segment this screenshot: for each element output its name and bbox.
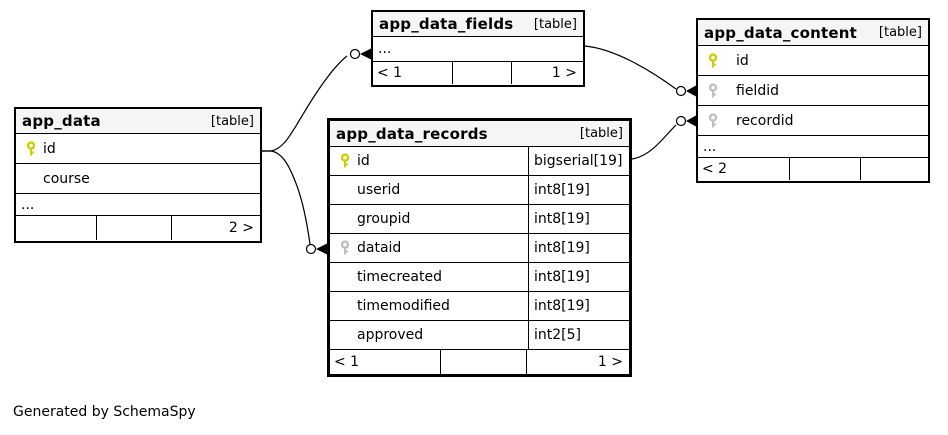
column-name: id (43, 140, 56, 157)
more-columns-ellipsis: ... (698, 136, 928, 158)
column-type: int8[19] (528, 292, 629, 320)
table-footer: < 1 1 > (373, 62, 583, 84)
fk-arrowhead (686, 115, 696, 127)
table-title: app_data_content (704, 23, 858, 42)
column-row-dataid: dataid int8[19] (330, 234, 629, 263)
column-name: id (736, 52, 749, 69)
table-footer: 2 > (16, 216, 260, 240)
footer-spacer (97, 216, 173, 240)
column-name: fieldid (736, 82, 779, 99)
column-row-id: id (16, 134, 260, 164)
column-name: userid (357, 182, 401, 198)
column-name: approved (357, 327, 424, 343)
fk-dot (349, 48, 361, 60)
table-footer: < 2 (698, 158, 928, 180)
table-header: app_data_fields [table] (373, 12, 583, 37)
column-name: groupid (357, 211, 411, 227)
table-header: app_data_records [table] (330, 121, 629, 147)
footer-parents-count: 2 > (228, 220, 254, 236)
column-row-timemodified: timemodified int8[19] (330, 292, 629, 321)
table-type-tag: [table] (579, 126, 623, 141)
table-header: app_data_content [table] (698, 20, 928, 46)
table-type-tag: [table] (878, 25, 922, 40)
generated-by-credit: Generated by SchemaSpy (13, 404, 196, 420)
footer-spacer (790, 158, 862, 180)
column-row-timecreated: timecreated int8[19] (330, 263, 629, 292)
table-type-tag: [table] (533, 16, 577, 32)
column-type: int2[5] (528, 321, 629, 349)
column-type: int8[19] (528, 176, 629, 204)
column-type: int8[19] (528, 234, 629, 262)
table-app-data-fields[interactable]: app_data_fields [table] ... < 1 1 > (371, 10, 585, 87)
column-name: recordid (736, 112, 794, 129)
primary-key-icon (25, 140, 38, 157)
connector-appdata-to-records (262, 150, 311, 245)
column-row-userid: userid int8[19] (330, 176, 629, 205)
foreign-key-icon (707, 82, 720, 99)
table-title: app_data (22, 112, 101, 130)
primary-key-icon (707, 52, 720, 69)
primary-key-icon (339, 153, 352, 169)
column-name: timemodified (357, 298, 450, 314)
fk-dot (675, 85, 687, 97)
footer-children-count: < 1 (373, 62, 453, 84)
column-name: dataid (357, 240, 402, 256)
column-row-recordid: recordid (698, 106, 928, 136)
foreign-key-icon (707, 112, 720, 129)
table-footer: < 1 1 > (330, 350, 629, 374)
fk-arrowhead (686, 85, 696, 97)
footer-children-count: < 1 (330, 350, 441, 374)
connector-fields-to-content (584, 45, 677, 90)
fk-dot (675, 115, 687, 127)
footer-spacer (441, 350, 528, 374)
column-name: course (43, 170, 90, 187)
table-title: app_data_records (336, 124, 488, 143)
connector-records-to-content (631, 124, 677, 160)
column-row-approved: approved int2[5] (330, 321, 629, 350)
footer-spacer (453, 62, 512, 84)
footer-parents-count (861, 158, 928, 180)
column-type: bigserial[19] (528, 147, 629, 175)
column-type: int8[19] (528, 205, 629, 233)
table-header: app_data [table] (16, 109, 260, 134)
footer-parents-count: 1 > (551, 65, 577, 81)
fk-arrowhead (360, 48, 371, 60)
column-row-fieldid: fieldid (698, 76, 928, 106)
column-row-id: id (698, 46, 928, 76)
fk-dot (305, 243, 317, 255)
table-app-data-content[interactable]: app_data_content [table] id fieldid reco… (696, 18, 930, 183)
column-row-id: id bigserial[19] (330, 147, 629, 176)
column-name: id (357, 153, 370, 169)
column-row-course: course (16, 164, 260, 194)
column-row-groupid: groupid int8[19] (330, 205, 629, 234)
footer-parents-count: 1 > (597, 354, 623, 370)
foreign-key-icon (339, 240, 352, 256)
more-columns-ellipsis: ... (373, 37, 583, 62)
column-name: timecreated (357, 269, 442, 285)
footer-children-count: < 2 (698, 158, 790, 180)
table-app-data[interactable]: app_data [table] id course ... 2 > (14, 107, 262, 243)
footer-children-count (16, 216, 97, 240)
fk-arrowhead (316, 243, 327, 255)
column-type: int8[19] (528, 263, 629, 291)
table-app-data-records[interactable]: app_data_records [table] id bigserial[19… (327, 118, 632, 377)
table-title: app_data_fields (379, 15, 514, 33)
table-type-tag: [table] (210, 113, 254, 129)
more-columns-ellipsis: ... (16, 194, 260, 216)
